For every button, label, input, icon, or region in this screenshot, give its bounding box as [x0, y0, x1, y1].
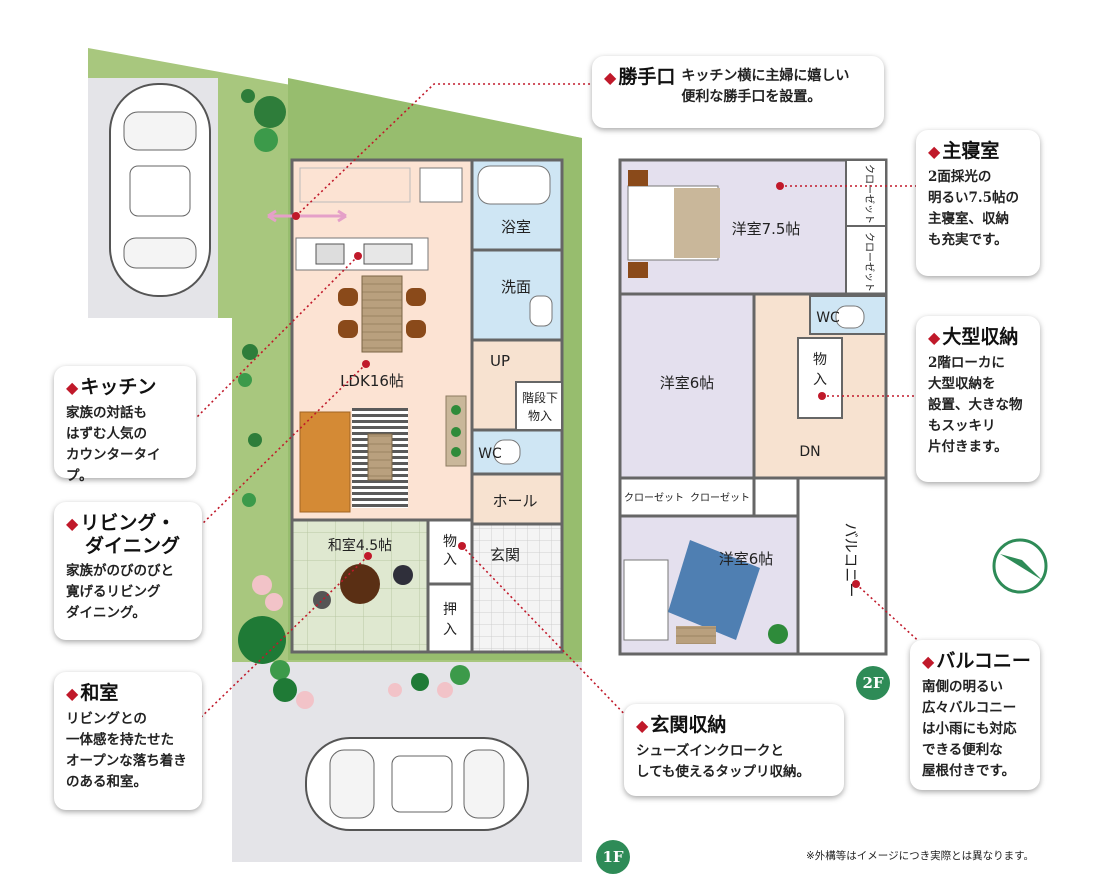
- callout-katteguchi-text: キッチン横に主婦に嬉しい 便利な勝手口を設置。: [681, 68, 850, 105]
- callout-kitchen: ◆キッチン 家族の対話も はずむ人気の カウンタータイプ。: [54, 366, 196, 484]
- callout-washitsu: ◆和室 リビングとの 一体感を持たせた オープンな落ち着き のある和室。: [54, 672, 202, 810]
- bath-label: 浴室: [501, 218, 531, 236]
- callout-balcony-text: 南側の明るい 広々バルコニー は小雨にも対応 できる便利な 屋根付きです。: [922, 679, 1017, 779]
- disclaimer-note: ※外構等はイメージにつき実際とは異なります。: [806, 850, 1035, 862]
- hall-label: ホール: [492, 492, 537, 510]
- car-bottom-icon: [305, 737, 529, 831]
- oshiire-label-a: 押: [443, 602, 457, 618]
- storage-label-2f-a: 物: [813, 352, 827, 368]
- closet-label-2f-c: クローゼット: [624, 492, 684, 504]
- callout-kitchen-text: 家族の対話も はずむ人気の カウンタータイプ。: [66, 405, 161, 484]
- compass-icon: [992, 538, 1048, 594]
- callout-balcony: ◆バルコニー 南側の明るい 広々バルコニー は小雨にも対応 できる便利な 屋根付…: [910, 640, 1040, 790]
- callout-living-text: 家族がのびのびと 寛げるリビング ダイニング。: [66, 563, 174, 621]
- wc-label-2f: WC: [816, 310, 840, 326]
- floor-2f-badge: 2F: [856, 666, 890, 700]
- car-top-icon: [109, 83, 211, 297]
- callout-big-storage: ◆大型収納 2階ローカに 大型収納を 設置、大きな物 もスッキリ 片付きます。: [916, 316, 1040, 482]
- stair-down-label: DN: [799, 444, 820, 460]
- house-1f: [267, 158, 564, 654]
- floor-1f-badge: 1F: [596, 840, 630, 874]
- house-2f: [618, 158, 888, 656]
- western-room-6b-label: 洋室6帖: [719, 550, 774, 568]
- callout-entrance-text: シューズインクロークと しても使えるタップリ収納。: [636, 743, 811, 780]
- storage-label-1f-a: 物: [443, 534, 457, 550]
- washroom-label: 洗面: [501, 278, 531, 296]
- leader-lines: [195, 83, 930, 725]
- callout-master-text: 2面採光の 明るい7.5帖の 主寝室、収納 も充実です。: [928, 169, 1019, 248]
- callout-master-title: 主寝室: [942, 140, 1000, 162]
- western-room-6a-label: 洋室6帖: [660, 374, 715, 392]
- under-stairs-label-2: 物入: [528, 409, 552, 423]
- storage-label-1f-b: 入: [443, 552, 457, 568]
- callout-katteguchi-title: 勝手口: [618, 66, 676, 88]
- callout-katteguchi: ◆勝手口 キッチン横に主婦に嬉しい 便利な勝手口を設置。: [592, 56, 884, 128]
- callout-master-bedroom: ◆主寝室 2面採光の 明るい7.5帖の 主寝室、収納 も充実です。: [916, 130, 1040, 276]
- washitsu-label: 和室4.5帖: [328, 537, 392, 554]
- wc-label-1f: WC: [478, 446, 502, 462]
- shrub-icons-1f: [238, 89, 470, 709]
- closet-label-2f-d: クローゼット: [690, 492, 750, 504]
- balcony-label: バルコニー: [842, 523, 860, 598]
- callout-living: ◆リビング・ ダイニング 家族がのびのびと 寛げるリビング ダイニング。: [54, 502, 202, 640]
- callout-washitsu-title: 和室: [80, 682, 119, 704]
- leader-dots: [292, 182, 860, 588]
- closet-label-2f-a: クローゼット: [863, 164, 875, 224]
- entrance-label: 玄関: [490, 546, 520, 564]
- callout-entrance-title: 玄関収納: [650, 714, 727, 736]
- callout-kitchen-title: キッチン: [80, 376, 157, 398]
- ldk-label: LDK16帖: [340, 372, 404, 390]
- callout-living-title: リビング・ ダイニング: [80, 512, 181, 557]
- master-bedroom-label: 洋室7.5帖: [732, 220, 801, 238]
- callout-entrance-storage: ◆玄関収納 シューズインクロークと しても使えるタップリ収納。: [624, 704, 844, 796]
- stair-up-label: UP: [490, 352, 510, 370]
- oshiire-label-b: 入: [443, 622, 457, 638]
- callout-balcony-title: バルコニー: [936, 650, 1031, 672]
- callout-storage-title: 大型収納: [942, 326, 1019, 348]
- under-stairs-label-1: 階段下: [522, 390, 558, 405]
- callout-washitsu-text: リビングとの 一体感を持たせた オープンな落ち着き のある和室。: [66, 711, 187, 790]
- closet-label-2f-b: クローゼット: [863, 232, 875, 292]
- side-lawn: [232, 318, 288, 662]
- callout-storage-text: 2階ローカに 大型収納を 設置、大きな物 もスッキリ 片付きます。: [928, 355, 1023, 455]
- storage-label-2f-b: 入: [813, 372, 827, 388]
